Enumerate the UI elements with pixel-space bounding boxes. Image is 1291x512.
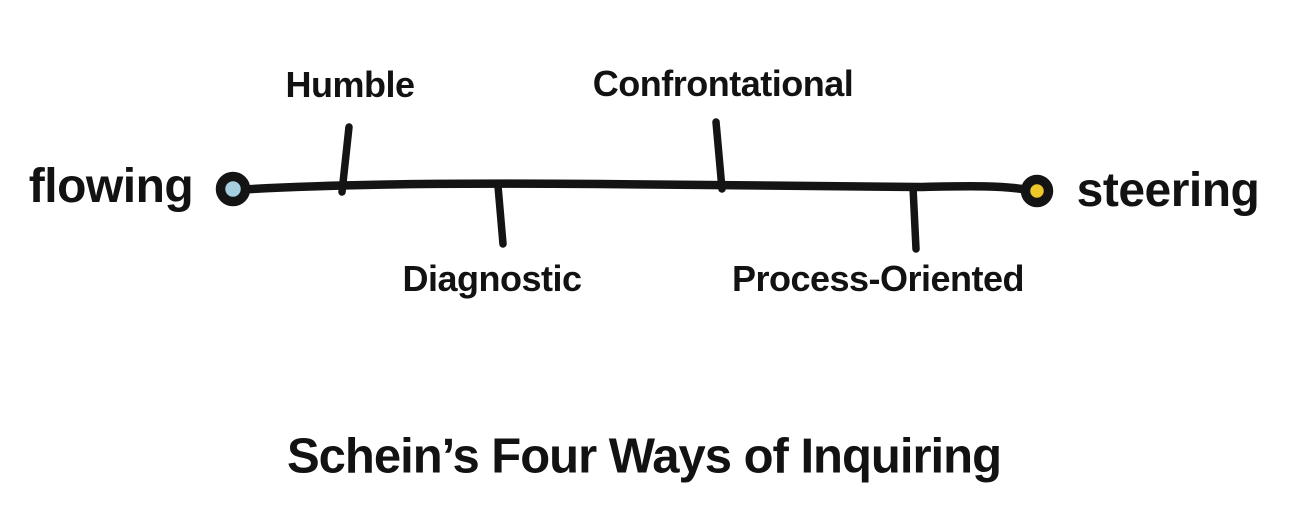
way-label-diagnostic: Diagnostic: [402, 258, 582, 299]
way-label-confrontational: Confrontational: [592, 63, 854, 104]
tick-humble: [338, 123, 353, 196]
spectrum-line: [230, 179, 1040, 196]
left-endpoint-label: flowing: [28, 160, 194, 213]
right-endpoint-label: steering: [1076, 164, 1260, 217]
tick-confrontational: [712, 118, 726, 193]
tick-process-oriented: [909, 183, 920, 253]
way-label-humble: Humble: [285, 64, 415, 105]
right-endpoint-dot: [1020, 174, 1054, 208]
left-endpoint-dot: [215, 171, 251, 207]
way-label-process-oriented: Process-Oriented: [731, 258, 1025, 299]
tick-diagnostic: [494, 182, 507, 248]
diagram-title: Schein’s Four Ways of Inquiring: [286, 429, 1002, 484]
